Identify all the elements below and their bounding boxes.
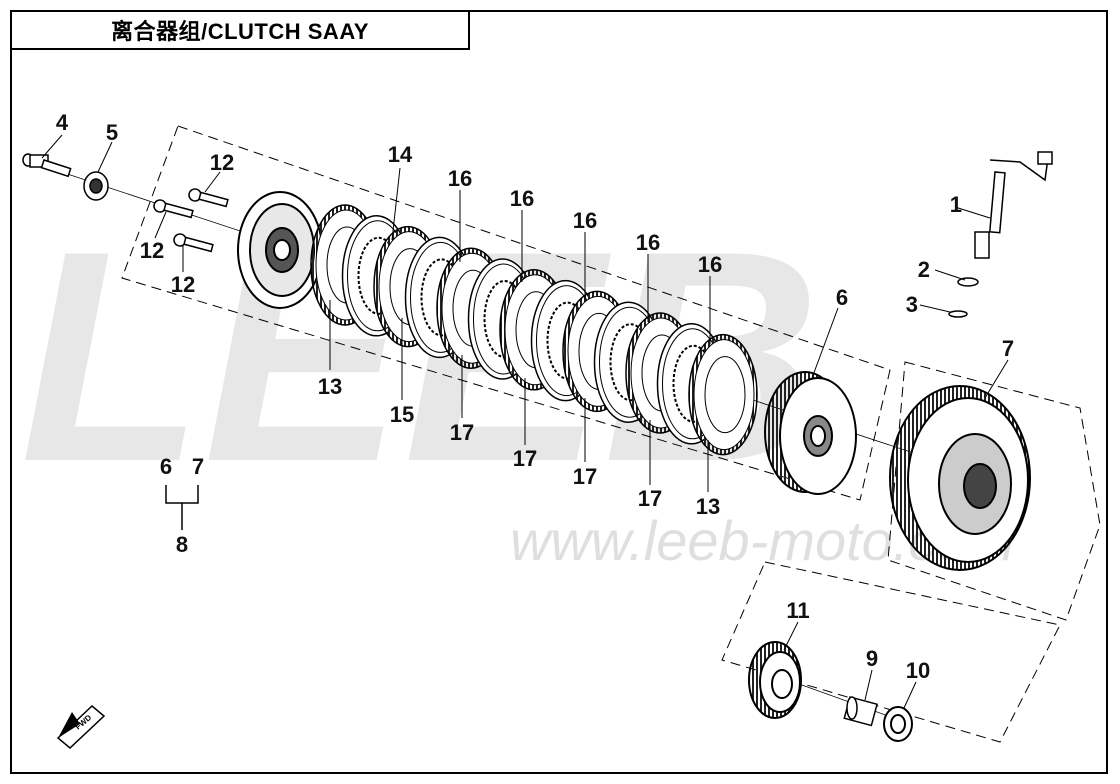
callout-1: 1 bbox=[950, 192, 962, 217]
callout-16-d: 16 bbox=[636, 230, 660, 255]
callout-3: 3 bbox=[906, 292, 918, 317]
callout-16-c: 16 bbox=[573, 208, 597, 233]
leader-lines bbox=[41, 134, 1009, 709]
callout-5: 5 bbox=[106, 120, 118, 145]
callout-12-top: 12 bbox=[210, 150, 234, 175]
callout-9: 9 bbox=[866, 646, 878, 671]
callout-17-a: 17 bbox=[450, 420, 474, 445]
callout-6-hub: 6 bbox=[836, 285, 848, 310]
pressure-plate-part bbox=[237, 191, 323, 309]
forward-arrow-icon: FWD bbox=[56, 704, 106, 750]
callout-13-left: 13 bbox=[318, 374, 342, 399]
gear-group-outline bbox=[721, 561, 1061, 743]
callout-13-right: 13 bbox=[696, 494, 720, 519]
callout-17-b: 17 bbox=[513, 446, 537, 471]
drive-gear-part bbox=[748, 641, 802, 719]
housing-group-outline bbox=[887, 361, 1101, 621]
group-outlines bbox=[121, 125, 1101, 743]
callout-11: 11 bbox=[786, 598, 809, 623]
bearing-part bbox=[83, 171, 109, 201]
clutch-group-outline bbox=[121, 125, 891, 501]
callout-2: 2 bbox=[918, 257, 930, 282]
bushing-part bbox=[843, 696, 878, 727]
callout-16-a: 16 bbox=[448, 166, 472, 191]
page-title: 离合器组/CLUTCH SAAY bbox=[10, 10, 470, 50]
callout-16-b: 16 bbox=[510, 186, 534, 211]
callout-14: 14 bbox=[388, 142, 413, 167]
bolt-parts bbox=[153, 188, 229, 253]
callout-17-d: 17 bbox=[638, 486, 662, 511]
push-rod-part bbox=[22, 153, 72, 178]
callout-8: 8 bbox=[176, 532, 188, 557]
plate-bore bbox=[704, 356, 746, 434]
callout-4: 4 bbox=[56, 110, 69, 135]
clutch-hub-part bbox=[764, 371, 857, 495]
clutch-housing-part bbox=[889, 385, 1031, 571]
callout-15: 15 bbox=[390, 402, 414, 427]
callout-7-housing: 7 bbox=[1002, 336, 1014, 361]
collar-part bbox=[883, 706, 913, 742]
release-lever-part bbox=[948, 151, 1053, 318]
callout-numbers: 1 2 3 4 5 6 6 7 7 8 9 10 11 12 12 12 13 … bbox=[56, 110, 1014, 683]
callout-10: 10 bbox=[906, 658, 930, 683]
drawing-frame bbox=[10, 10, 1108, 774]
callout-7-kit: 7 bbox=[192, 454, 204, 479]
clutch-plates bbox=[310, 204, 758, 456]
callout-17-c: 17 bbox=[573, 464, 597, 489]
callout-16-e: 16 bbox=[698, 252, 722, 277]
callout-12-bottom: 12 bbox=[171, 272, 195, 297]
callout-12-left: 12 bbox=[140, 238, 164, 263]
callout-6-kit: 6 bbox=[160, 454, 172, 479]
